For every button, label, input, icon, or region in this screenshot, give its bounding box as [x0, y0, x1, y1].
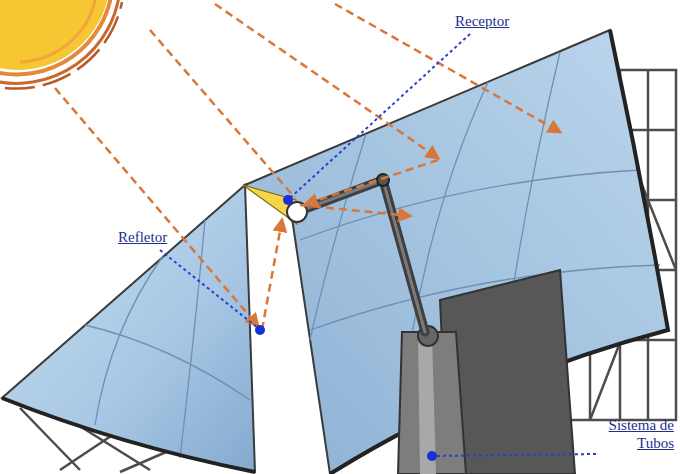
part-label: Refletor: [118, 228, 167, 246]
reflector: [2, 30, 668, 474]
leader-line: [436, 454, 596, 456]
sun-stripe: [20, 0, 96, 62]
part-label: Receptor: [455, 12, 509, 30]
receptor-arm: [297, 174, 425, 332]
panel-seams: [85, 52, 660, 458]
pipe-column: [398, 332, 466, 474]
leader-dot: [427, 451, 437, 461]
receptor: [243, 185, 307, 224]
sun-ray: [150, 30, 295, 198]
reflected-ray: [262, 220, 282, 330]
reflector-rim: [2, 398, 255, 472]
mount: [398, 270, 575, 474]
panel-seam: [85, 325, 250, 400]
part-label: Sistema de Tubos: [594, 416, 674, 452]
arm-bar: [297, 180, 425, 332]
sun-stripe: [5, 2, 122, 89]
pipe-column-highlight: [418, 336, 436, 474]
sun-rays: [55, 4, 560, 330]
panel-seam: [310, 134, 366, 340]
panel-seam: [300, 170, 640, 240]
leader-lines: [160, 34, 596, 456]
leader-dot: [283, 195, 293, 205]
leader-dot: [255, 325, 265, 335]
leader-dots: [255, 195, 437, 461]
reflected-ray: [306, 160, 438, 204]
reflector-panel: [2, 185, 255, 472]
sun-stripe: [0, 0, 120, 83]
sun-ray: [215, 4, 438, 158]
sun: [0, 0, 122, 89]
arm-bar-highlight: [297, 180, 425, 332]
reflector-panel: [245, 30, 668, 474]
leader-line: [160, 250, 258, 328]
sun-stripe: [0, 0, 112, 74]
panel-seam: [95, 256, 163, 425]
sun-ray: [335, 4, 560, 132]
sun-ray: [55, 88, 258, 326]
reflected-ray: [300, 205, 410, 216]
leader-line: [290, 34, 470, 198]
panel-seam: [180, 220, 205, 458]
